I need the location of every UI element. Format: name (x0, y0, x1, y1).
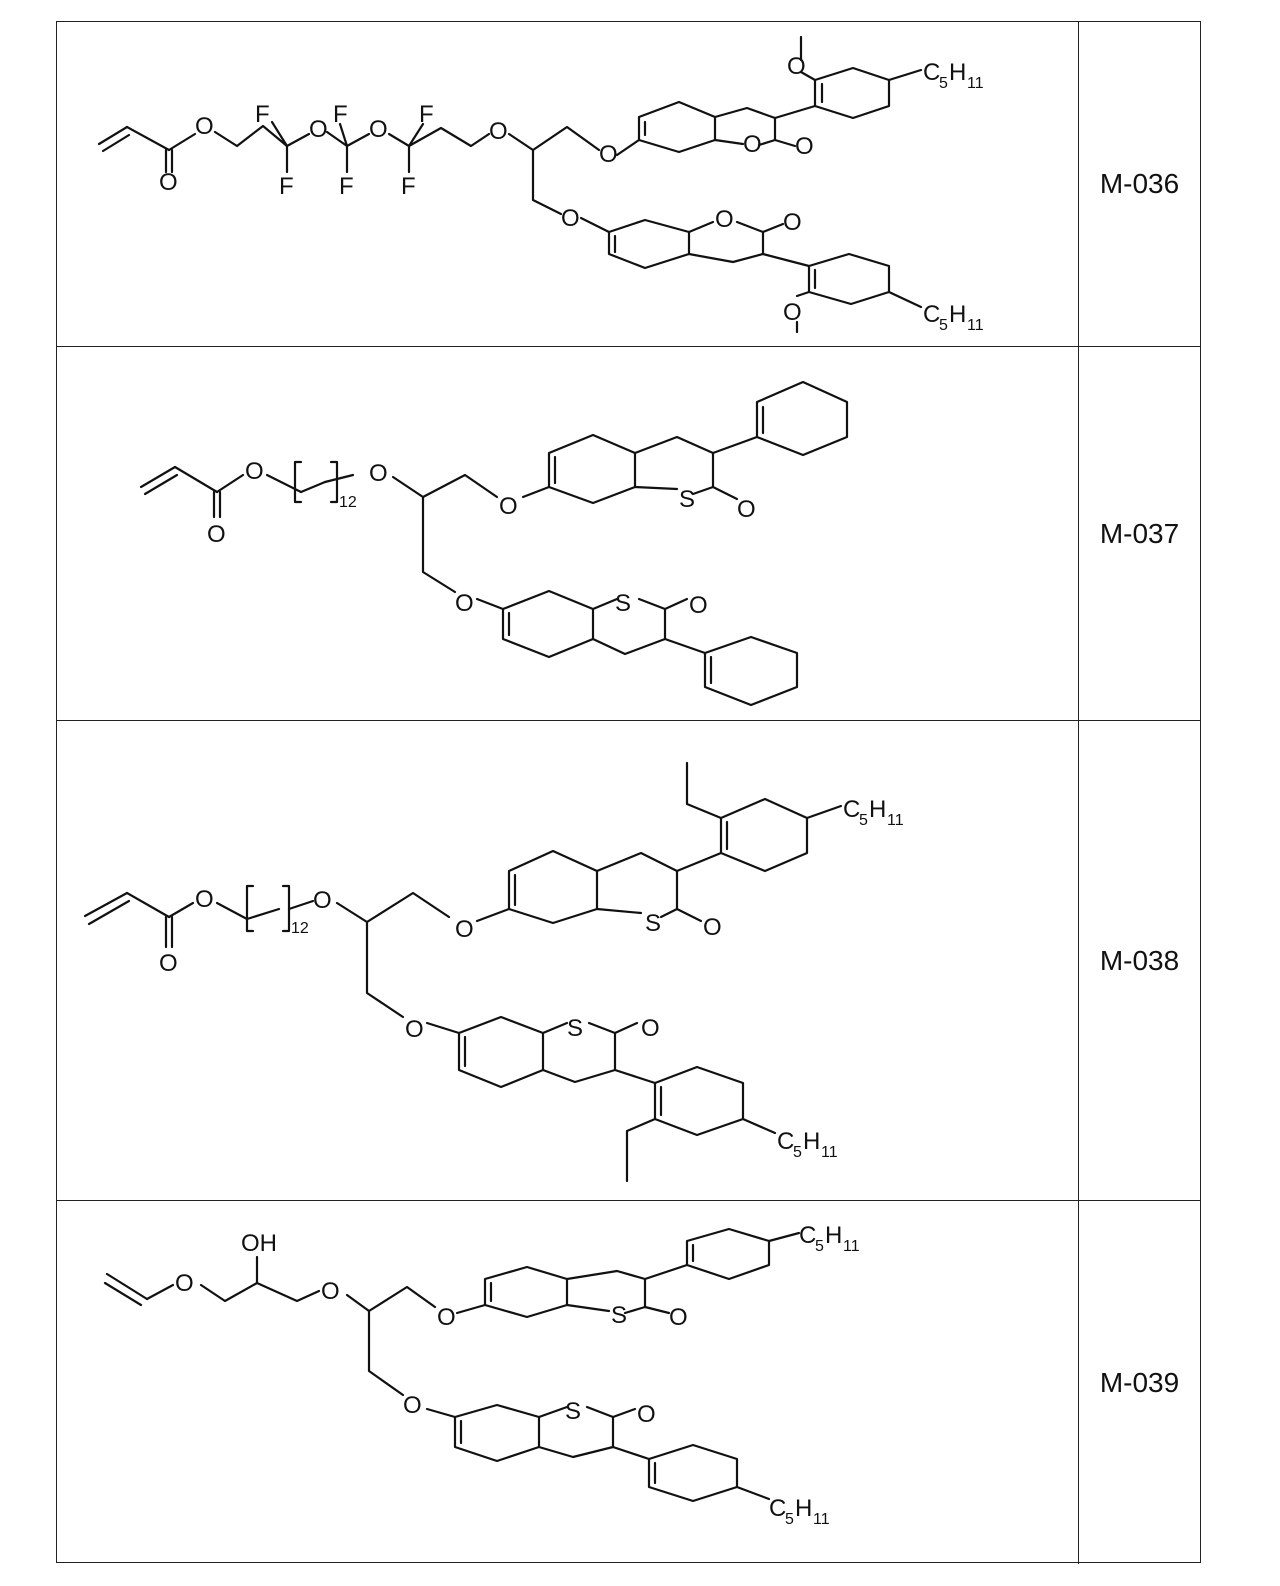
svg-text:H: H (869, 796, 886, 823)
svg-text:O: O (637, 1401, 656, 1428)
table-row: O O 12 O O O S (57, 347, 1200, 721)
svg-text:C: C (923, 59, 940, 86)
svg-text:S: S (679, 486, 695, 513)
structure-cell-m038: O O 12 O O O S (57, 721, 1079, 1200)
svg-text:11: 11 (967, 75, 984, 92)
svg-text:O: O (703, 914, 722, 941)
svg-text:O: O (195, 886, 214, 913)
svg-text:11: 11 (887, 812, 904, 829)
svg-text:O: O (403, 1392, 422, 1419)
svg-text:H: H (949, 301, 966, 328)
svg-text:F: F (255, 101, 270, 128)
svg-text:O: O (321, 1278, 340, 1305)
svg-text:5: 5 (793, 1144, 802, 1161)
svg-text:C: C (923, 301, 940, 328)
svg-text:O: O (455, 916, 474, 943)
svg-text:O: O (245, 458, 264, 485)
svg-text:O: O (455, 590, 474, 617)
svg-text:O: O (641, 1015, 660, 1042)
svg-text:O: O (369, 116, 388, 143)
svg-text:O: O (599, 141, 618, 168)
svg-text:12: 12 (339, 494, 357, 511)
svg-text:H: H (949, 59, 966, 86)
compound-id: M-037 (1099, 517, 1180, 549)
compound-id: M-036 (1099, 168, 1180, 199)
chemical-structure-m039: O OH O O O S O (103, 1222, 860, 1528)
table-row: O OH O O O S O (57, 1201, 1200, 1564)
svg-text:O: O (743, 131, 762, 158)
svg-text:C: C (799, 1222, 816, 1249)
svg-text:11: 11 (967, 317, 984, 334)
table-row: O O 12 O O O S (57, 721, 1200, 1201)
svg-text:5: 5 (859, 812, 868, 829)
svg-text:F: F (419, 101, 434, 128)
svg-text:O: O (669, 1304, 688, 1331)
svg-text:O: O (715, 206, 734, 233)
svg-text:11: 11 (821, 1144, 838, 1161)
svg-text:C: C (777, 1128, 794, 1155)
structure-cell-m039: O OH O O O S O (57, 1201, 1079, 1564)
svg-text:5: 5 (939, 317, 948, 334)
svg-text:12: 12 (291, 920, 309, 937)
svg-text:O: O (689, 592, 708, 619)
compound-id: M-039 (1099, 1366, 1180, 1398)
svg-text:5: 5 (785, 1511, 794, 1528)
svg-text:5: 5 (815, 1238, 824, 1255)
svg-text:F: F (339, 173, 354, 200)
svg-text:S: S (615, 590, 631, 617)
compound-table: O O F F O F F O F F (56, 21, 1201, 1564)
svg-text:O: O (207, 521, 226, 548)
svg-text:OH: OH (241, 1230, 277, 1257)
svg-text:C: C (769, 1495, 786, 1522)
svg-text:O: O (195, 113, 214, 140)
structure-cell-m036: O O F F O F F O F F (57, 22, 1079, 346)
svg-text:O: O (783, 299, 802, 326)
chemical-structure-m038: O O 12 O O O S (83, 761, 904, 1183)
chemical-structure-m037: O O 12 O O O S (139, 380, 849, 707)
svg-text:O: O (369, 460, 388, 487)
svg-text:O: O (309, 116, 328, 143)
structure-cell-m037: O O 12 O O O S (57, 347, 1079, 720)
svg-text:O: O (159, 169, 178, 196)
svg-text:5: 5 (939, 75, 948, 92)
svg-text:O: O (437, 1304, 456, 1331)
svg-text:H: H (803, 1128, 820, 1155)
svg-text:O: O (175, 1270, 194, 1297)
svg-text:O: O (405, 1016, 424, 1043)
svg-text:S: S (565, 1398, 581, 1425)
svg-text:H: H (795, 1495, 812, 1522)
svg-text:11: 11 (843, 1238, 860, 1255)
svg-text:O: O (489, 118, 508, 145)
svg-text:O: O (783, 209, 802, 236)
svg-text:C: C (843, 796, 860, 823)
svg-text:S: S (645, 910, 661, 937)
svg-text:F: F (333, 101, 348, 128)
svg-text:O: O (313, 887, 332, 914)
table-row: O O F F O F F O F F (57, 22, 1200, 347)
svg-text:F: F (279, 173, 294, 200)
svg-text:O: O (787, 53, 806, 80)
svg-text:S: S (567, 1015, 583, 1042)
svg-text:S: S (611, 1302, 627, 1329)
svg-text:F: F (401, 173, 416, 200)
svg-text:O: O (561, 205, 580, 232)
svg-text:O: O (159, 950, 178, 977)
svg-text:O: O (499, 493, 518, 520)
svg-text:11: 11 (813, 1511, 830, 1528)
compound-id: M-038 (1099, 944, 1180, 976)
svg-text:H: H (825, 1222, 842, 1249)
chemical-structure-m036: O O F F O F F O F F (97, 35, 984, 334)
svg-text:O: O (795, 133, 814, 160)
svg-text:O: O (737, 496, 756, 523)
